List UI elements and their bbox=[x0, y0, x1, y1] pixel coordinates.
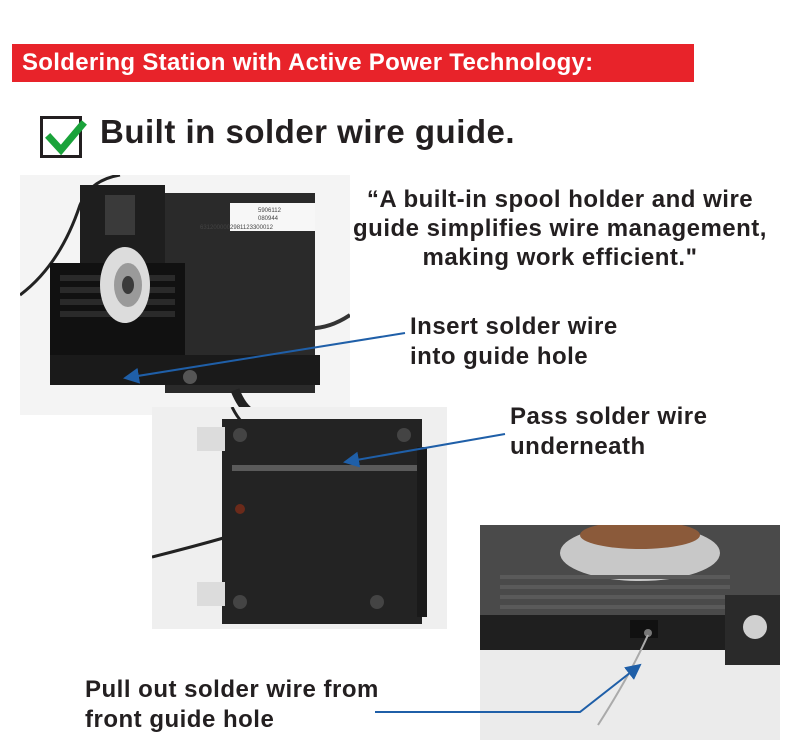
checkmark-icon bbox=[40, 116, 87, 158]
callout-insert-wire: Insert solder wire into guide hole bbox=[410, 313, 618, 370]
photo-front-guide-hole bbox=[480, 525, 780, 740]
callout-pull-wire: Pull out solder wire from front guide ho… bbox=[85, 676, 379, 733]
feature-heading: Built in solder wire guide. bbox=[100, 113, 516, 150]
quote-text: “A built-in spool holder and wire guide … bbox=[353, 186, 767, 271]
photo-underside bbox=[152, 407, 447, 629]
photo-label-line1: 5906112 bbox=[258, 208, 282, 214]
photo-label-line3: 6312000002981123300012 bbox=[200, 225, 274, 231]
photo-spool-holder: 5906112 080944 6312000002981123300012 bbox=[20, 175, 350, 415]
photo-label-line2: 080944 bbox=[258, 216, 279, 222]
banner-title: Soldering Station with Active Power Tech… bbox=[22, 49, 594, 76]
title-banner: Soldering Station with Active Power Tech… bbox=[12, 44, 694, 82]
callout-pass-wire: Pass solder wire underneath bbox=[510, 403, 708, 460]
